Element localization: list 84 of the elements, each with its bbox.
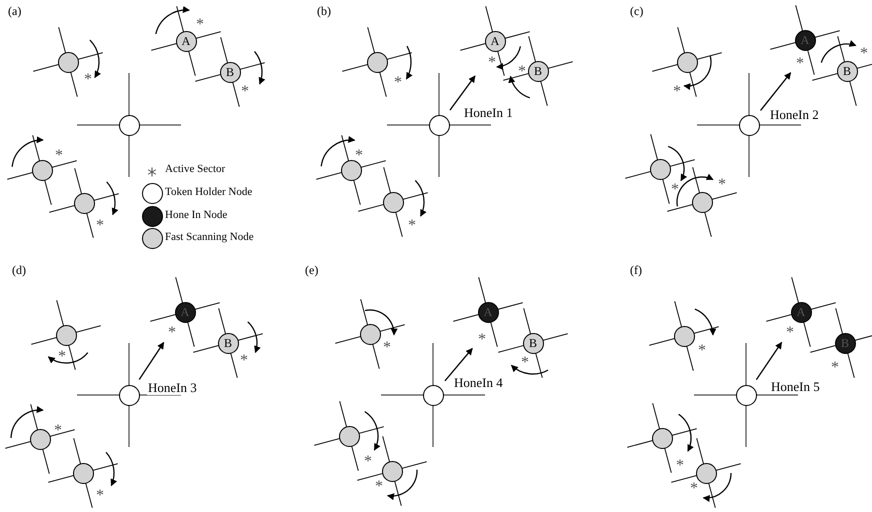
fast-scanning-node (338, 426, 360, 446)
fast-scanning-node: B (836, 60, 858, 82)
fast-scanning-node (382, 192, 404, 212)
active-sector-mark: * (408, 220, 416, 232)
fast-scanning-node: A (176, 30, 196, 52)
active-sector-mark: * (676, 460, 684, 472)
active-sector-mark: * (375, 481, 383, 493)
active-sector-mark: * (355, 150, 363, 162)
active-sector-mark: * (394, 77, 402, 89)
active-sector-mark: * (673, 86, 681, 98)
fast-scanning-node (696, 462, 716, 484)
active-sector-mark: * (796, 58, 804, 70)
fast-scanning-node (692, 192, 712, 212)
fast-scanning-node: B (528, 60, 548, 82)
hone-in-node: A (794, 30, 816, 50)
fast-scanning-node (30, 428, 50, 450)
fast-scanning-node: A (484, 30, 506, 52)
fast-scanning-node (56, 324, 76, 346)
active-sector-mark: * (860, 48, 868, 60)
fast-scanning-node (74, 192, 94, 214)
fast-scanning-node (676, 52, 698, 72)
token-holder-node (736, 384, 756, 406)
active-sector-mark: * (54, 425, 62, 437)
active-sector-mark: * (698, 345, 706, 357)
token-holder-node (118, 384, 140, 406)
panel-label: (b) (317, 5, 331, 18)
fast-scanning-node (32, 160, 52, 180)
hone-in-node: B (834, 332, 856, 354)
active-sector-mark: * (55, 150, 63, 162)
active-sector-mark: * (96, 490, 104, 502)
fast-scanning-node: B (220, 62, 240, 82)
edge-label: HoneIn 1 (463, 105, 514, 120)
panel-label: (f) (630, 264, 642, 277)
active-sector-mark: * (671, 184, 679, 196)
arrow (449, 75, 476, 110)
fast-scanning-node (58, 52, 78, 72)
arrow (138, 342, 164, 380)
active-sector-mark: * (84, 74, 92, 86)
token-holder-node (428, 114, 450, 136)
arrow (444, 348, 473, 382)
active-sector-mark: * (58, 351, 66, 363)
active-sector-mark: * (383, 342, 391, 354)
token-holder-node (118, 114, 140, 136)
edge-label: HoneIn 2 (769, 107, 820, 122)
active-sector-mark: * (196, 19, 204, 31)
fast-scanning-node (382, 460, 402, 482)
arrow (756, 342, 782, 380)
active-sector-mark: * (690, 483, 698, 495)
active-sector-mark: * (718, 179, 726, 191)
legend-label: Hone In Node (165, 209, 228, 222)
edge-label: HoneIn 3 (147, 380, 198, 395)
fast-scanning-node: B (218, 332, 238, 354)
active-sector-mark: * (241, 86, 249, 98)
token-holder-node (738, 114, 760, 136)
active-sector-mark: * (168, 327, 176, 339)
active-sector-mark: * (488, 57, 496, 69)
token-holder-node (422, 384, 444, 406)
fast-scanning-node (366, 52, 388, 72)
legend-label: Token Holder Node (165, 186, 252, 199)
fast-scanning-node (652, 428, 672, 448)
panel-label: (e) (305, 264, 318, 277)
fast-scanning-node: B (522, 332, 544, 354)
legend-label: Active Sector (165, 163, 226, 176)
active-sector-mark: * (521, 357, 529, 369)
hone-in-node: A (174, 302, 196, 322)
active-sector-mark: * (478, 334, 486, 346)
active-sector-mark: * (518, 66, 526, 78)
legend-label: Fast Scanning Node (165, 231, 254, 244)
active-sector-mark: * (96, 220, 104, 232)
panel-label: (d) (12, 264, 26, 277)
hone-in-node: A (478, 302, 498, 322)
panel-label: (c) (630, 5, 644, 18)
arrow (760, 72, 792, 111)
hone-in-node: A (790, 302, 812, 322)
active-sector-mark: * (831, 362, 839, 374)
fast-scanning-node (72, 462, 94, 484)
fast-scanning-node (650, 158, 670, 180)
fast-scanning-node (340, 160, 362, 180)
fast-scanning-node (674, 326, 694, 346)
active-sector-mark: * (240, 355, 248, 367)
panel-label: (a) (8, 5, 22, 18)
active-sector-mark: * (786, 327, 794, 339)
fast-scanning-node (360, 324, 380, 344)
active-sector-mark: * (364, 456, 372, 468)
